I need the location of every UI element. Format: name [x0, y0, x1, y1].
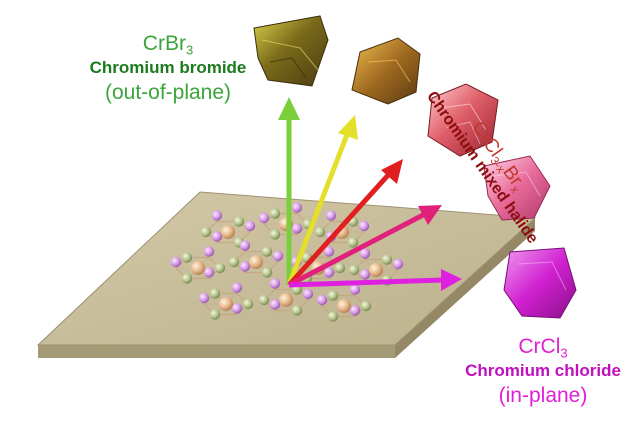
halide-atom-green — [334, 262, 346, 274]
plane-side-front — [38, 345, 395, 358]
halide-atom-purple — [358, 220, 370, 232]
halide-atom-green — [258, 294, 270, 306]
halide-atom-purple — [325, 210, 337, 221]
halide-atom-purple — [316, 294, 328, 306]
halide-atom-purple — [211, 210, 223, 221]
halide-atom-purple — [359, 248, 371, 259]
magnetization-arrows — [278, 97, 462, 291]
halide-atom-green — [200, 226, 212, 238]
halide-atom-purple — [291, 223, 303, 234]
halide-atom-green — [261, 246, 273, 257]
crystal-samples — [253, 15, 577, 319]
crystal-mixed-photo-1 — [351, 37, 421, 105]
label-crbr3: CrBr3 Chromium bromide (out-of-plane) — [68, 32, 268, 105]
halide-atom-purple — [231, 282, 243, 293]
halide-atom-green — [233, 216, 245, 227]
chromium-atom — [369, 263, 383, 277]
halide-atom-green — [228, 256, 240, 268]
halide-atom-purple — [272, 250, 284, 262]
halide-atom-green — [209, 309, 221, 320]
crbr3-orientation: (out-of-plane) — [104, 81, 232, 104]
halide-atom-purple — [323, 246, 335, 257]
chromium-atom — [337, 299, 351, 313]
halide-atom-green — [261, 267, 273, 278]
halide-atom-purple — [170, 256, 182, 268]
halide-atom-green — [242, 298, 254, 310]
crcl3-orientation: (in-plane) — [498, 384, 588, 407]
halide-atom-green — [348, 264, 360, 276]
halide-atom-green — [291, 305, 303, 316]
halide-atom-green — [381, 254, 393, 265]
label-crcl3: CrCl3 Chromium chloride (in-plane) — [448, 335, 638, 408]
arrow-magenta-in-plane — [288, 269, 462, 291]
chromium-atom — [191, 261, 205, 275]
chromium-atom — [221, 225, 235, 239]
halide-atom-purple — [203, 246, 215, 257]
crystal-mixed-photo-2 — [427, 83, 499, 157]
halide-atom-purple — [359, 269, 371, 280]
crbr3-name: Chromium bromide — [89, 58, 247, 77]
crystal-mixed-photo-3 — [483, 155, 551, 221]
halide-atom-purple — [244, 220, 256, 232]
halide-atom-green — [360, 300, 372, 312]
halide-atom-green — [269, 208, 281, 219]
chromium-atom — [219, 297, 233, 311]
plane-side-right — [395, 218, 535, 358]
crystal-crbr3-photo — [253, 15, 329, 87]
halide-atom-purple — [239, 240, 251, 251]
crcl3-formula: CrCl3 — [518, 335, 568, 361]
arrow-pink — [287, 205, 442, 288]
arrow-green-out-of-plane — [278, 97, 300, 285]
halide-atom-purple — [239, 261, 251, 272]
crcl3-name: Chromium chloride — [465, 361, 621, 380]
halide-atom-purple — [323, 267, 335, 278]
halide-atom-purple — [269, 278, 281, 289]
halide-atom-green — [181, 273, 193, 284]
halide-atom-purple — [198, 292, 210, 304]
halide-atom-purple — [349, 284, 361, 295]
arrow-yellow — [286, 115, 358, 286]
crbr3-formula: CrBr3 — [142, 32, 194, 58]
halide-atom-purple — [349, 305, 361, 316]
halide-atom-green — [269, 229, 281, 240]
halide-atom-purple — [269, 299, 281, 310]
halide-atom-purple — [258, 212, 270, 224]
halide-atom-purple — [203, 267, 215, 278]
halide-atom-purple — [302, 288, 314, 300]
halide-atom-purple — [211, 231, 223, 242]
halide-atom-green — [327, 290, 339, 301]
halide-atom-purple — [392, 258, 404, 270]
halide-atom-purple — [291, 202, 303, 213]
halide-atom-green — [347, 237, 359, 248]
crystal-crcl3-photo — [503, 247, 577, 319]
chromium-atom — [279, 293, 293, 307]
halide-atom-green — [214, 262, 226, 274]
halide-atom-green — [209, 288, 221, 299]
halide-atom-purple — [231, 303, 243, 314]
chromium-atom — [249, 255, 263, 269]
halide-atom-green — [327, 311, 339, 322]
halide-atom-green — [181, 252, 193, 263]
arrow-red — [287, 159, 403, 287]
halide-atom-green — [314, 226, 326, 238]
